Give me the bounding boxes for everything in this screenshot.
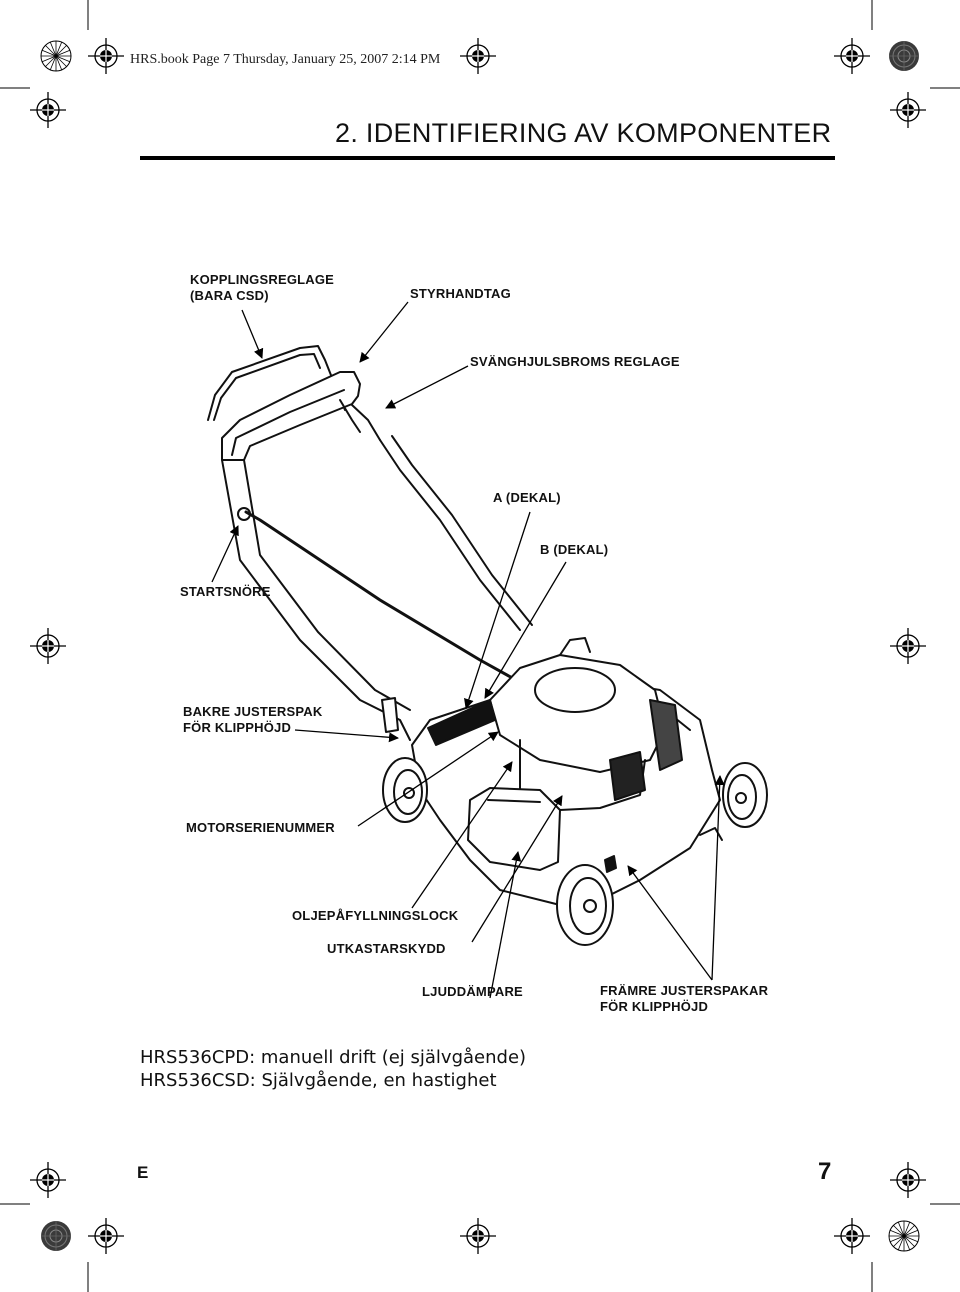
label-framre-line2: FÖR KLIPPHÖJD [600,999,709,1014]
model-line-cpd: HRS536CPD: manuell drift (ej självgående… [140,1047,527,1068]
label-dekal-a: A (DEKAL) [493,490,561,505]
lawnmower-illustration [207,345,768,946]
label-bakre-line2: FÖR KLIPPHÖJD [183,720,292,735]
label-kopplingsreglage-line2: (BARA CSD) [190,288,269,303]
label-bakre-justerspak: BAKRE JUSTERSPAK FÖR KLIPPHÖJD [183,704,322,736]
page-number: 7 [818,1158,832,1185]
label-framre-line1: FRÄMRE JUSTERSPAKAR [600,983,769,998]
label-svanghjulsbroms: SVÄNGHJULSBROMS REGLAGE [470,354,680,369]
label-utkastarskydd: UTKASTARSKYDD [327,941,446,956]
page-title: 2. IDENTIFIERING AV KOMPONENTER [335,118,832,148]
label-ljuddampare: LJUDDÄMPARE [422,984,523,999]
label-bakre-line1: BAKRE JUSTERSPAK [183,704,323,719]
section-letter: E [137,1163,149,1182]
label-framre-justerspakar: FRÄMRE JUSTERSPAKAR FÖR KLIPPHÖJD [600,983,768,1015]
label-dekal-b: B (DEKAL) [540,542,609,557]
model-list: HRS536CPD: manuell drift (ej självgående… [140,1046,526,1092]
label-oljepafyllningslock: OLJEPÅFYLLNINGSLOCK [292,908,459,923]
label-kopplingsreglage: KOPPLINGSREGLAGE (BARA CSD) [190,272,334,304]
title-underline [140,156,835,160]
leader-lines [211,301,725,999]
print-header: HRS.book Page 7 Thursday, January 25, 20… [130,52,441,67]
label-kopplingsreglage-line1: KOPPLINGSREGLAGE [190,272,335,287]
model-line-csd: HRS536CSD: Självgående, en hastighet [140,1070,497,1091]
label-startsnore: STARTSNÖRE [180,584,271,599]
label-motorserienummer: MOTORSERIENUMMER [186,820,335,835]
label-styrhandtag: STYRHANDTAG [410,286,511,301]
